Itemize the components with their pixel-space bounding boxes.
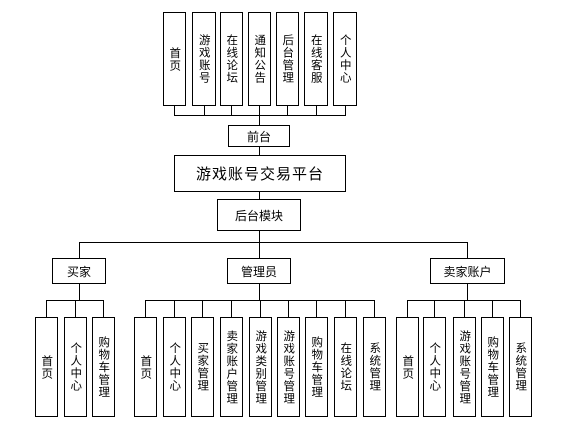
top-module-box: 通知公告 [248, 12, 271, 106]
admin-module-box: 卖家账户管理 [220, 317, 243, 417]
admin-module-box: 游戏类别管理 [249, 317, 272, 417]
module-label: 首页 [40, 354, 55, 380]
platform-title: 游戏账号交易平台 [195, 165, 324, 183]
module-label: 游戏账号管理 [282, 329, 297, 405]
top-module-label: 个人中心 [338, 34, 353, 84]
admin-module-box: 买家管理 [191, 317, 214, 417]
role-label: 管理员 [240, 264, 277, 279]
buyer-module-box: 购物车管理 [92, 317, 115, 417]
admin-module-box: 系统管理 [363, 317, 386, 417]
module-label: 个人中心 [69, 342, 84, 392]
frontend-box: 前台 [228, 125, 290, 147]
admin-module-box: 购物车管理 [305, 317, 328, 417]
top-module-box: 游戏账号 [192, 12, 216, 106]
buyer-module-box: 个人中心 [64, 317, 87, 417]
module-label: 购物车管理 [97, 335, 112, 399]
top-module-label: 后台管理 [281, 34, 296, 84]
top-module-box: 后台管理 [276, 12, 299, 106]
backend-box: 后台模块 [217, 199, 301, 231]
role-label: 卖家账户 [443, 264, 492, 279]
top-module-box: 在线论坛 [220, 12, 243, 106]
backend-label: 后台模块 [234, 208, 283, 223]
module-label: 游戏类别管理 [254, 329, 269, 405]
top-module-box: 个人中心 [333, 12, 357, 106]
module-label: 个人中心 [168, 342, 183, 392]
admin-module-box: 在线论坛 [334, 317, 357, 417]
admin-module-box: 游戏账号管理 [277, 317, 300, 417]
role-label: 买家 [66, 264, 91, 279]
role-box-admin: 管理员 [227, 258, 291, 284]
module-label: 买家管理 [196, 342, 211, 392]
module-label: 系统管理 [368, 342, 383, 392]
admin-module-box: 个人中心 [163, 317, 186, 417]
buyer-module-box: 首页 [35, 317, 58, 417]
frontend-label: 前台 [246, 129, 271, 144]
module-label: 游戏账号管理 [458, 329, 473, 405]
seller-module-box: 购物车管理 [481, 317, 504, 417]
top-module-label: 在线客服 [309, 34, 324, 84]
top-module-box: 在线客服 [304, 12, 328, 106]
module-label: 在线论坛 [339, 342, 354, 392]
top-module-label: 首页 [168, 46, 183, 72]
seller-module-box: 系统管理 [509, 317, 532, 417]
top-module-label: 游戏账号 [197, 34, 212, 84]
seller-module-box: 首页 [396, 317, 419, 417]
seller-module-box: 个人中心 [423, 317, 446, 417]
module-label: 卖家账户管理 [225, 329, 240, 405]
top-module-label: 在线论坛 [225, 34, 240, 84]
platform-title-box: 游戏账号交易平台 [174, 155, 346, 192]
module-label: 购物车管理 [486, 335, 501, 399]
role-box-seller: 卖家账户 [430, 258, 505, 284]
admin-module-box: 首页 [134, 317, 157, 417]
top-module-box: 首页 [163, 12, 186, 106]
seller-module-box: 游戏账号管理 [453, 317, 476, 417]
module-label: 首页 [401, 354, 416, 380]
module-label: 系统管理 [514, 342, 529, 392]
role-box-buyer: 买家 [52, 258, 106, 284]
module-label: 个人中心 [428, 342, 443, 392]
module-label: 首页 [139, 354, 154, 380]
top-module-label: 通知公告 [253, 34, 268, 84]
module-label: 购物车管理 [310, 335, 325, 399]
